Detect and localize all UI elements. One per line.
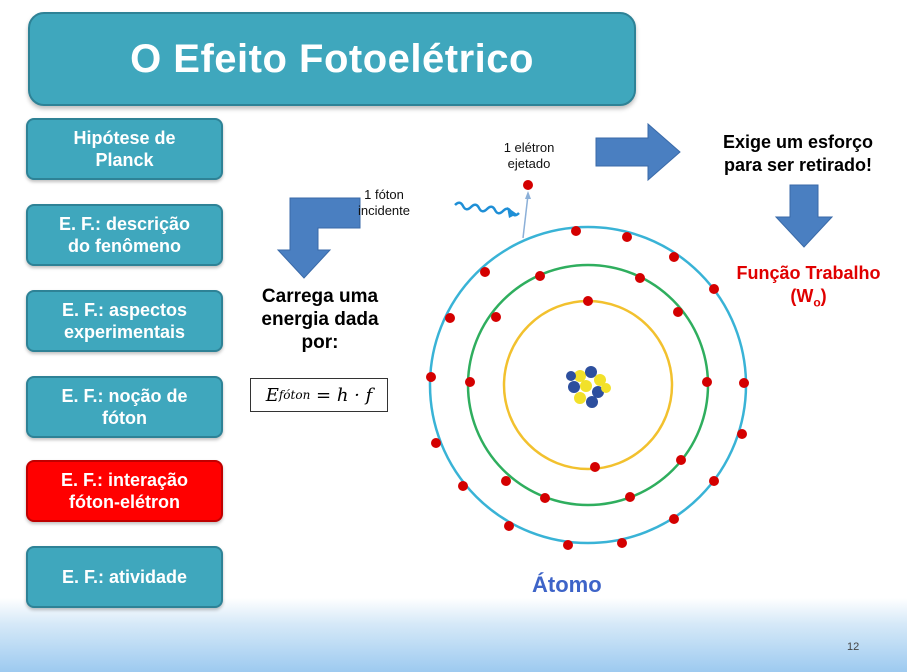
slide-title: O Efeito Fotoelétrico	[130, 36, 534, 81]
menu-button-interacao[interactable]: E. F.: interação fóton-elétron	[26, 460, 223, 522]
work-function-label: Função Trabalho (Wo)	[710, 262, 907, 315]
menu-button-aspectos[interactable]: E. F.: aspectos experimentais	[26, 290, 223, 352]
arrow-down-icon	[774, 184, 834, 248]
menu-button-label: E. F.: descrição do fenômeno	[58, 214, 191, 256]
electrons-outer	[426, 226, 749, 550]
slide-footer-band	[0, 598, 907, 672]
ejected-electron	[523, 180, 533, 190]
ejection-arrowhead	[525, 191, 531, 199]
menu-button-planck[interactable]: Hipótese de Planck	[26, 118, 223, 180]
menu-button-descricao[interactable]: E. F.: descrição do fenômeno	[26, 204, 223, 266]
work-function-subscript: o	[813, 295, 821, 310]
work-function-close: )	[820, 286, 827, 306]
inner-orbit	[502, 299, 674, 471]
menu-button-label: Hipótese de Planck	[73, 128, 176, 170]
photon-label: 1 fóton incidente	[357, 187, 411, 218]
ejection-path	[522, 194, 529, 239]
menu-button-atividade[interactable]: E. F.: atividade	[26, 546, 223, 608]
electrons-inner	[583, 296, 600, 472]
electrons-middle	[465, 271, 712, 503]
effort-text: Exige um esforço para ser retirado!	[722, 132, 874, 175]
formula-subscript: fóton	[278, 388, 311, 402]
page-number: 12	[847, 641, 860, 653]
photon-wave-icon	[454, 201, 520, 217]
electron-label: 1 elétron ejetado	[503, 140, 555, 171]
energy-text: Carrega uma energia dada por:	[261, 286, 379, 353]
atom-label: Átomo	[532, 572, 602, 597]
photon-arrowhead	[507, 207, 517, 218]
slide-title-box: O Efeito Fotoelétrico	[28, 12, 636, 106]
arrow-right-icon	[595, 122, 681, 182]
work-function-w: (W	[790, 286, 814, 306]
outer-orbit	[428, 225, 748, 545]
formula-e: E	[265, 384, 279, 406]
menu-button-foton[interactable]: E. F.: noção de fóton	[26, 376, 223, 438]
nucleus-icon	[566, 366, 611, 408]
work-function-title: Função Trabalho	[736, 263, 881, 283]
formula-rest: = h · f	[310, 384, 373, 406]
menu-button-label: E. F.: noção de fóton	[61, 386, 188, 428]
middle-orbit	[466, 263, 710, 507]
menu-button-label: E. F.: interação fóton-elétron	[60, 470, 189, 512]
work-function-symbol: (Wo)	[710, 285, 907, 315]
menu-button-label: E. F.: aspectos experimentais	[61, 300, 188, 342]
menu-button-label: E. F.: atividade	[61, 567, 188, 587]
